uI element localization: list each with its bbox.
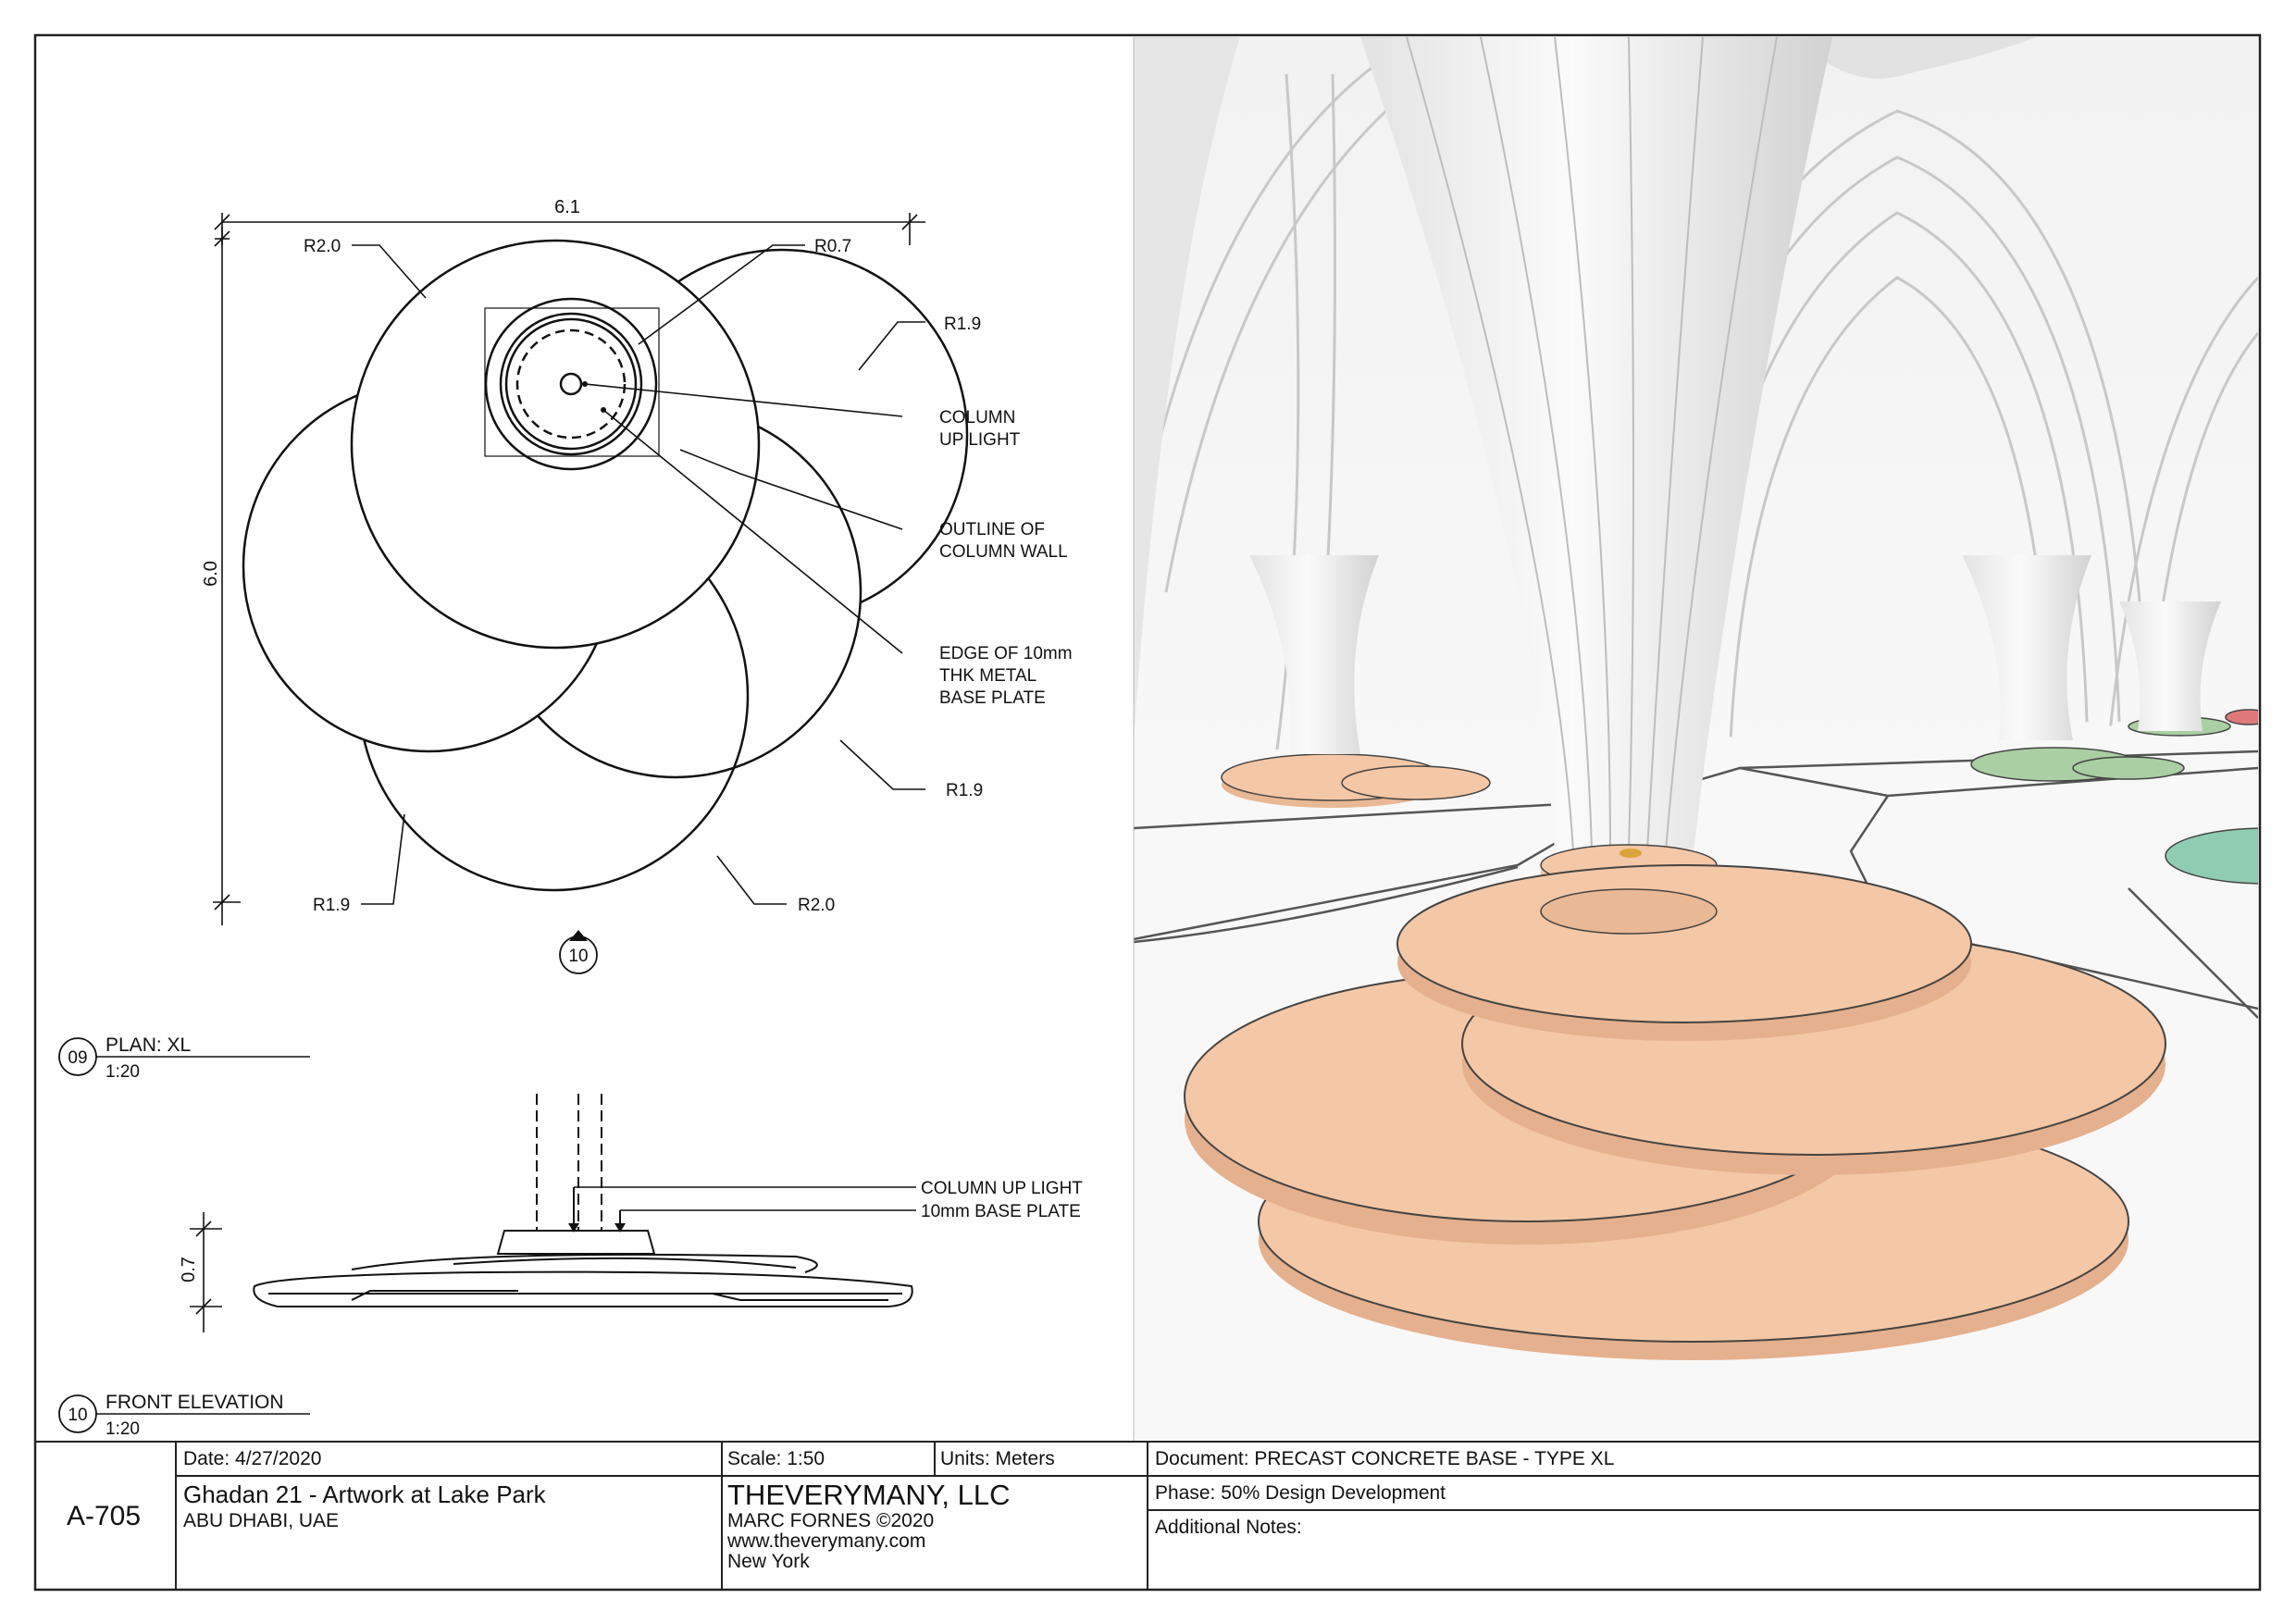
- light-ring-inner: [504, 317, 638, 451]
- firm-name: THEVERYMANY, LLC: [727, 1479, 1011, 1511]
- label-r19-right-top: R1.9: [944, 315, 981, 334]
- firm-line-3: New York: [727, 1551, 810, 1572]
- section-marker-label: 10: [568, 947, 588, 966]
- circle-main: [350, 239, 761, 650]
- label-r2-bottom-right: R2.0: [798, 896, 835, 915]
- date: Date: 4/27/2020: [183, 1448, 322, 1469]
- label-r19-right-bottom: R1.9: [946, 781, 983, 800]
- project-location: ABU DHABI, UAE: [183, 1510, 340, 1531]
- additional-notes: Additional Notes:: [1155, 1517, 1302, 1538]
- elevation-dimension: [190, 1212, 222, 1332]
- firm-line-1: MARC FORNES ©2020: [727, 1510, 935, 1531]
- plan-dimensions: [213, 213, 925, 925]
- document-name: Document: PRECAST CONCRETE BASE - TYPE X…: [1155, 1448, 1615, 1469]
- dim-height: 6.0: [201, 561, 221, 587]
- project-name: Ghadan 21 - Artwork at Lake Park: [183, 1481, 546, 1508]
- callout-edge-3: BASE PLATE: [939, 688, 1046, 708]
- firm-line-2: www.theverymany.com: [727, 1530, 926, 1552]
- plan-view-name: PLAN: XL: [105, 1035, 191, 1056]
- title-block: [35, 1441, 2260, 1590]
- sheet-number: A-705: [67, 1501, 142, 1531]
- label-r19-bottom-left: R1.9: [313, 896, 350, 915]
- elevation-view-name: FRONT ELEVATION: [105, 1392, 284, 1413]
- radius-leaders: [352, 244, 925, 905]
- render-view: [1134, 37, 2258, 1442]
- elevation-view-number: 10: [68, 1406, 87, 1425]
- callout-edge-2: THK METAL: [939, 666, 1036, 686]
- plan-view-scale: 1:20: [105, 1062, 140, 1082]
- units: Units: Meters: [940, 1448, 1055, 1469]
- light-ring-mid: [499, 312, 643, 456]
- elevation-height: 0.7: [179, 1257, 199, 1282]
- plan-view: [242, 239, 969, 892]
- section-marker: [559, 930, 598, 974]
- elevation-callout-plate: 10mm BASE PLATE: [921, 1202, 1081, 1221]
- label-r07: R0.7: [814, 237, 851, 256]
- callout-column-up-light-2: UP LIGHT: [939, 430, 1021, 450]
- base-plate-outline: [515, 328, 627, 440]
- light-box: [484, 307, 660, 457]
- phase: Phase: 50% Design Development: [1155, 1482, 1446, 1504]
- plan-view-title: [58, 1037, 310, 1076]
- elevation-view-scale: 1:20: [105, 1419, 140, 1439]
- callout-outline-2: COLUMN WALL: [939, 542, 1068, 562]
- front-elevation: [253, 1094, 916, 1307]
- elevation-callout-light: COLUMN UP LIGHT: [921, 1179, 1083, 1198]
- elevation-view-title: [58, 1394, 310, 1433]
- up-light: [559, 372, 583, 396]
- scale: Scale: 1:50: [727, 1448, 825, 1469]
- plan-view-number: 09: [68, 1048, 87, 1068]
- callout-column-up-light-1: COLUMN: [939, 408, 1015, 427]
- light-ring-outer: [484, 297, 658, 471]
- label-r2-top-left: R2.0: [304, 237, 341, 256]
- dim-width: 6.1: [554, 197, 580, 217]
- callout-edge-1: EDGE OF 10mm: [939, 644, 1073, 663]
- callout-outline-1: OUTLINE OF: [939, 520, 1045, 539]
